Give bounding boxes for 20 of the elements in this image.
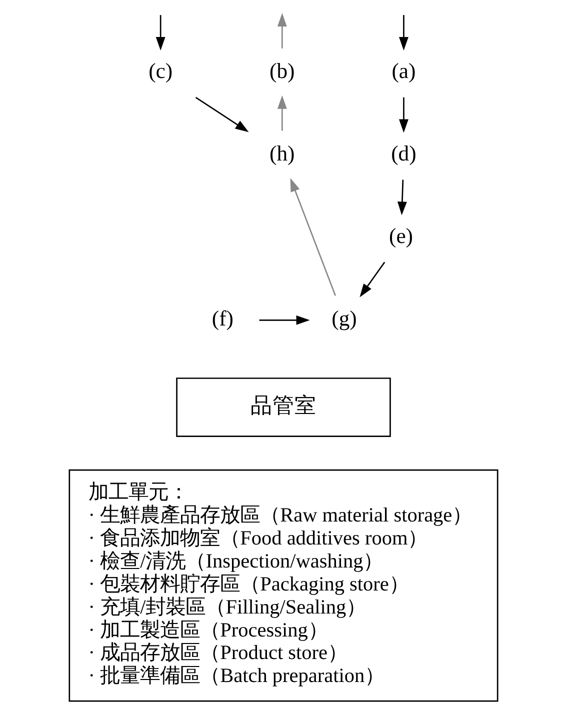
arrow bbox=[195, 96, 249, 132]
arrow bbox=[259, 315, 310, 325]
node-text: (a) bbox=[392, 59, 416, 84]
arrow bbox=[398, 15, 408, 50]
arrow bbox=[398, 97, 408, 133]
node-text: (e) bbox=[389, 224, 414, 248]
node-text: (d) bbox=[391, 142, 416, 166]
arrow bbox=[397, 180, 407, 216]
arrow bbox=[360, 262, 386, 298]
node-text: (f) bbox=[212, 306, 234, 330]
node-box: 加工單元： · 生鮮農產品存放區（Raw material storage） · 食品添加物室（Food additives room） · 檢查/清洗（Inspection/washing） · 包裝材料貯存區（Packaging store） · 充填/封裝區（Filling/Sealing） · 加工製造區（Processing） · 成品存放區（Product store） · 批量準備區（Batch preparation） bbox=[68, 469, 498, 702]
node-text: (b) bbox=[270, 59, 295, 84]
arrow bbox=[156, 15, 166, 50]
node-text: (c) bbox=[148, 59, 173, 84]
node-text: (h) bbox=[270, 142, 295, 166]
node-box: 品管室 bbox=[176, 378, 391, 437]
arrow bbox=[277, 95, 287, 131]
arrow bbox=[290, 178, 336, 296]
arrow bbox=[277, 13, 287, 48]
node-text: (g) bbox=[332, 306, 357, 330]
